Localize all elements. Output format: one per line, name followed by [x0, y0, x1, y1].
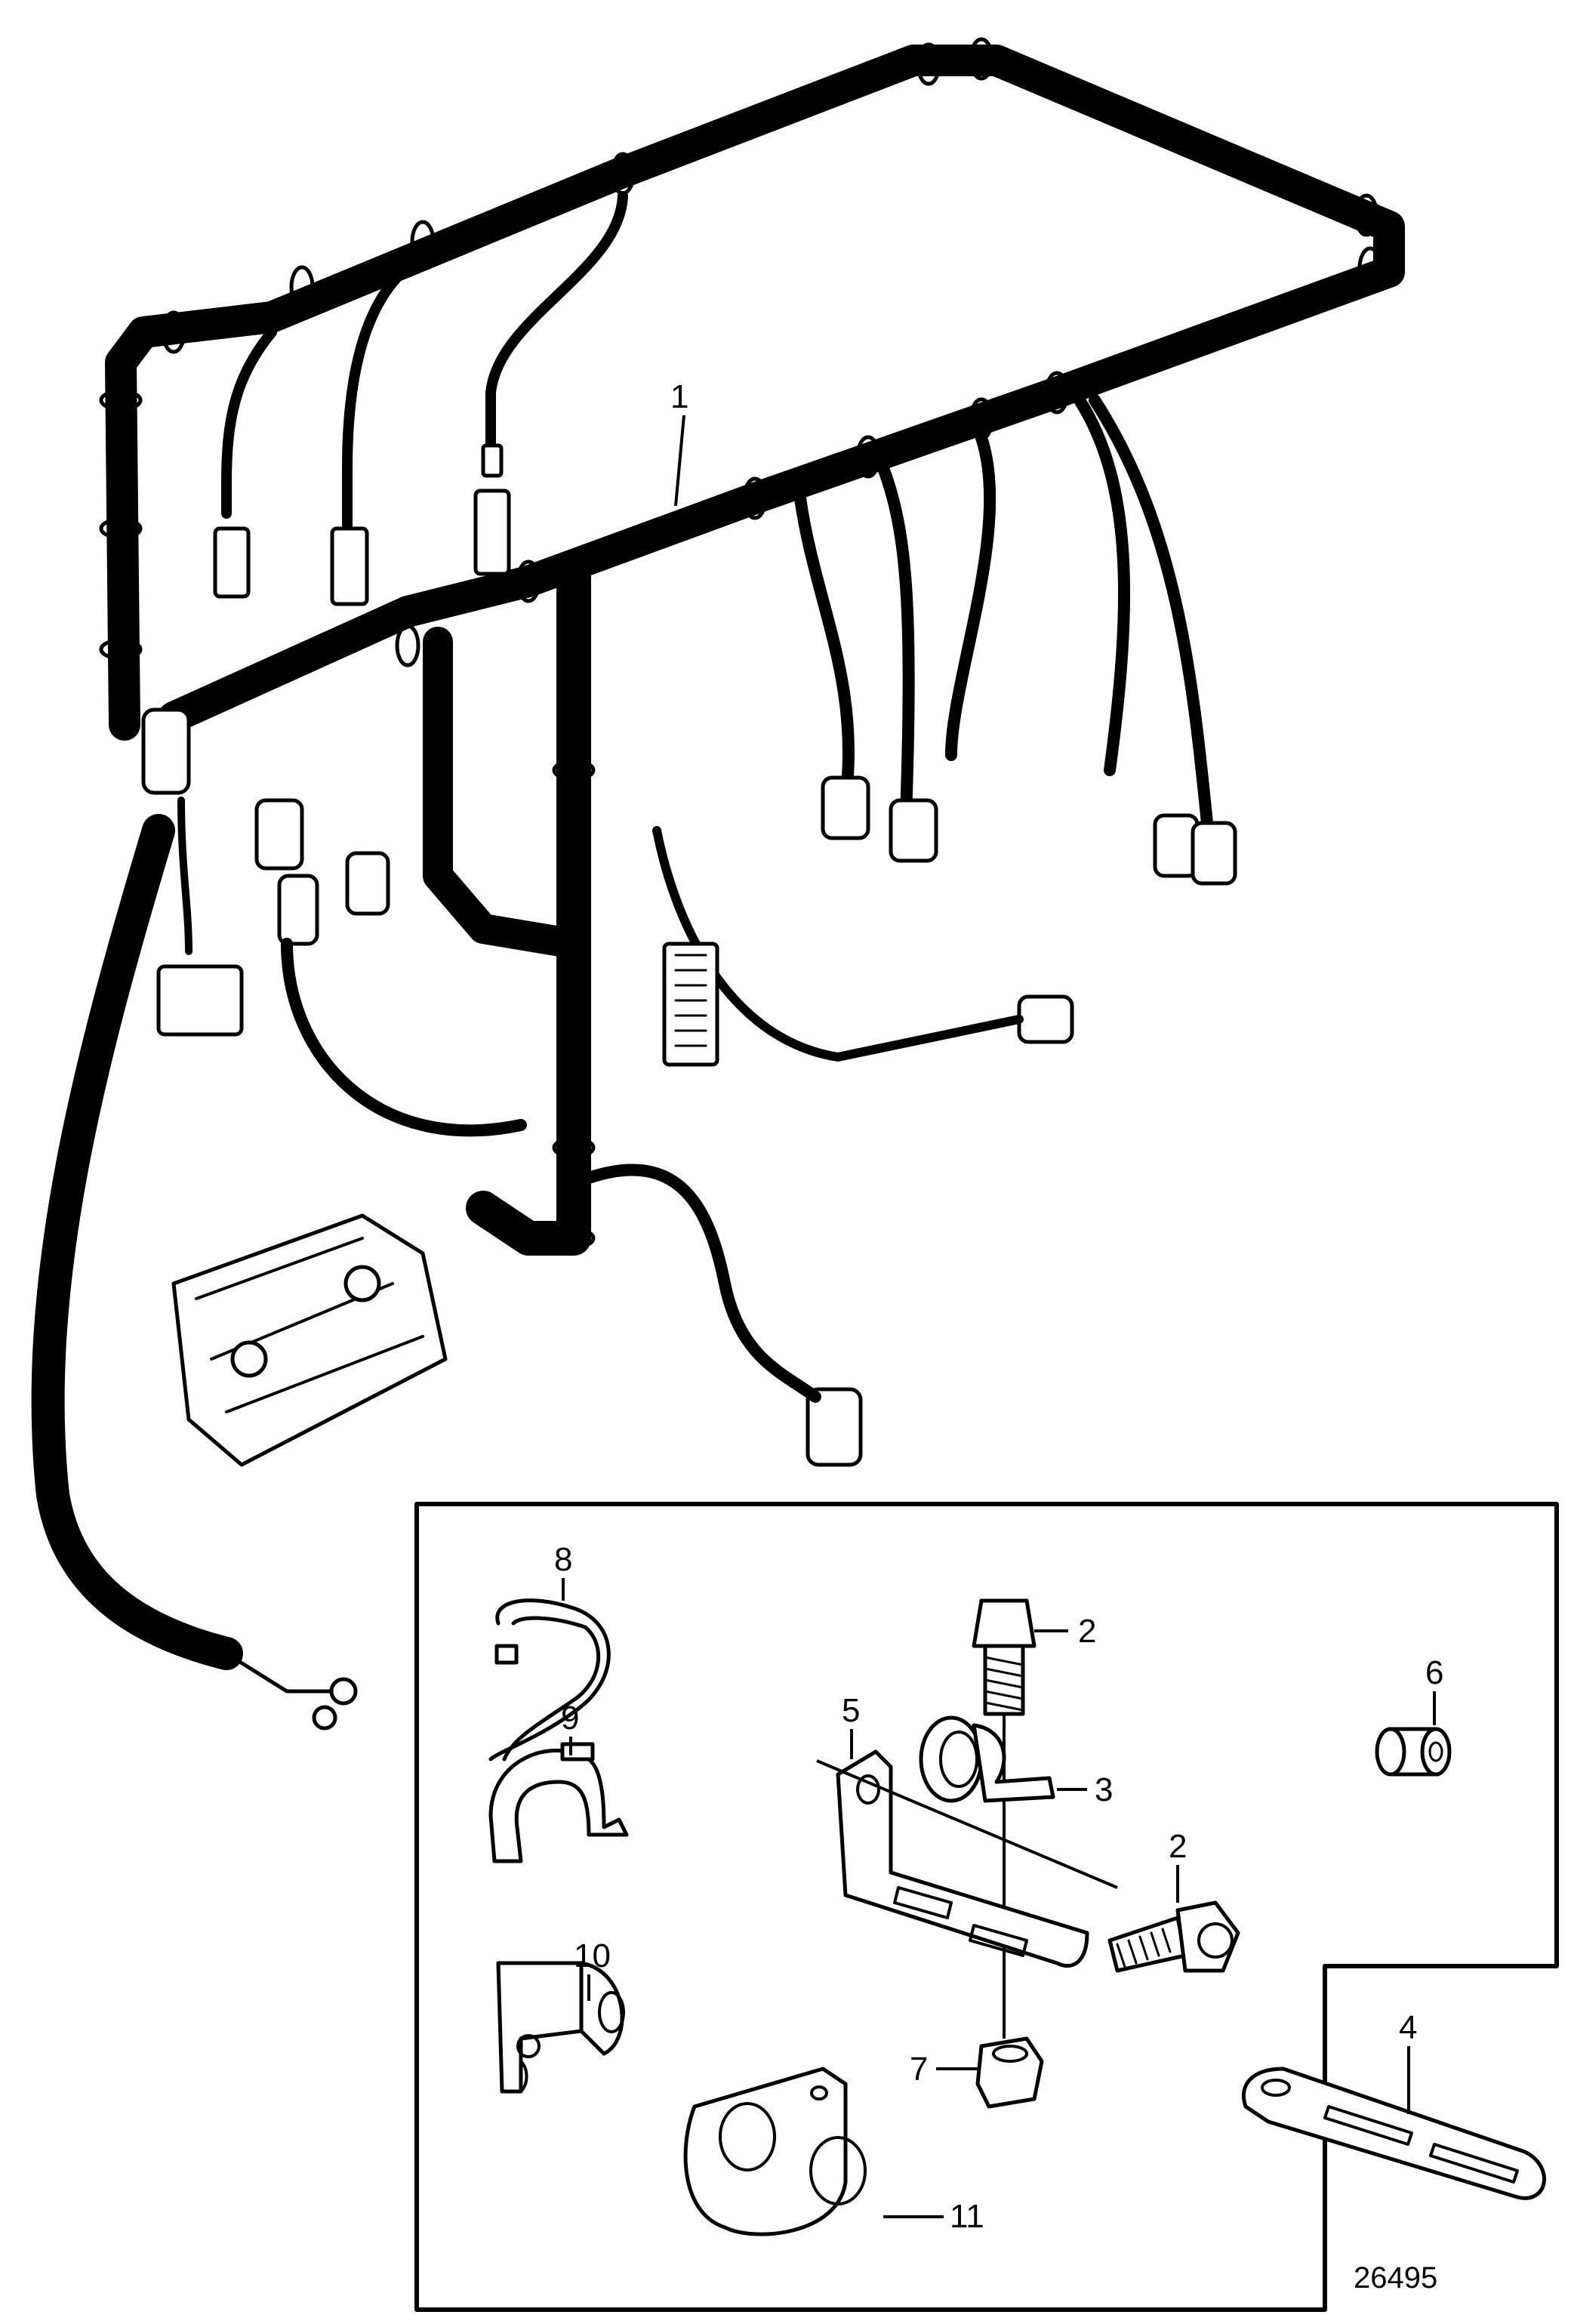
callout-10: 10: [574, 1937, 611, 1974]
clamp-3: [919, 1715, 1087, 1803]
ecu-connector: [171, 1213, 448, 1467]
callout-7: 7: [910, 2051, 928, 2088]
spacer-6: [1375, 1691, 1452, 1777]
bracket-5: [816, 1729, 1118, 1968]
callout-9: 9: [561, 1700, 579, 1737]
callout-8: 8: [554, 1541, 572, 1578]
bolt-2-vertical: [972, 1598, 1068, 2039]
plate-4: [1242, 2046, 1546, 2200]
bracket-10: [496, 1961, 625, 2094]
harness-joint-rings: [99, 37, 1383, 1250]
harness-top-rail: [898, 45, 1405, 288]
callout-4: 4: [1399, 2009, 1417, 2046]
callout-6: 6: [1425, 1654, 1443, 1691]
figure-reference-number: 26495: [1354, 2261, 1437, 2295]
round-connectors: [254, 775, 1237, 1467]
callout-2a: 2: [1078, 1613, 1096, 1650]
callout-5: 5: [842, 1692, 860, 1729]
nut-7: [936, 2036, 1044, 2109]
bolt-2-horizontal: [1107, 1865, 1240, 1973]
parts-inset-box: 8 9 10 11: [414, 1502, 1559, 2312]
multipin-connector: [662, 942, 719, 1067]
callout-1: 1: [670, 378, 688, 415]
callout-3: 3: [1095, 1771, 1113, 1808]
leader-line-1: [674, 415, 685, 507]
inset-border: [414, 1502, 1559, 2312]
cable-tie-8: [488, 1578, 611, 1761]
wiring-harness: [31, 37, 1405, 1731]
connector-plug: [213, 526, 251, 599]
clip-9: [488, 1737, 629, 1863]
callout-11: 11: [950, 2198, 984, 2235]
plate-11: [683, 2067, 944, 2236]
callout-2b: 2: [1169, 1828, 1187, 1865]
